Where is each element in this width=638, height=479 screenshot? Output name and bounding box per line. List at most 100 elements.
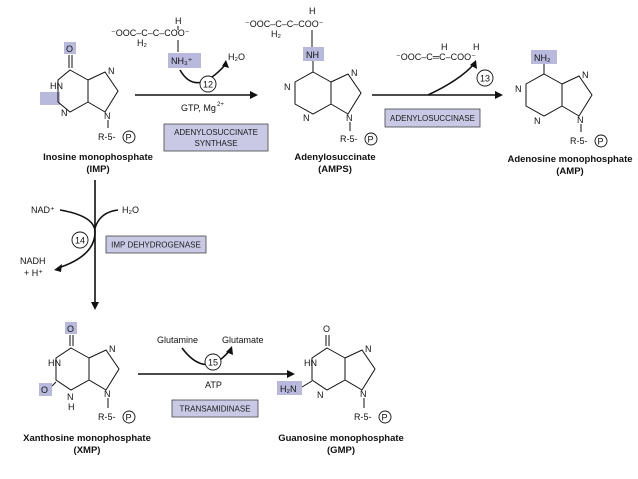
xmp-o2-highlight <box>39 383 52 396</box>
atom-n: N <box>360 389 367 399</box>
amp-abbr: (AMP) <box>556 166 583 177</box>
aspartate-structure: ⁻OOC–C–C–COO⁻ H₂ H NH₃⁺ <box>111 16 201 68</box>
atom-n: N <box>104 111 111 121</box>
xmp-abbr: (XMP) <box>74 445 101 456</box>
step13-number: 13 <box>480 74 490 84</box>
atom-n: N <box>317 390 324 400</box>
atom-h: H <box>175 16 182 26</box>
aspartate-h2-label: H₂ <box>137 38 147 48</box>
nh3-highlight <box>168 53 201 68</box>
nadh-h-label: + H⁺ <box>24 268 43 278</box>
atom-n: N <box>109 344 116 354</box>
atom-n: N <box>534 116 541 126</box>
amps-name: Adenylosuccinate <box>294 152 375 163</box>
enzyme15-label: TRANSAMIDINASE <box>179 405 250 414</box>
atom-h: H <box>309 6 316 16</box>
atom-o: O <box>67 324 74 334</box>
imp-c2-highlight <box>40 92 60 105</box>
amp-structure: NH₂ N N N N R-5- P Adenosine monophospha… <box>507 50 633 177</box>
nadh-label: NADH <box>20 256 46 266</box>
phosphate-label: P <box>368 135 374 145</box>
atom-n: N <box>515 84 522 94</box>
mg-charge: 2+ <box>217 102 224 108</box>
glutamine-label: Glutamine <box>157 335 198 345</box>
glutamate-label: Glutamate <box>222 335 264 345</box>
enzyme12-line1: ADENYLOSUCCINATE <box>174 128 258 137</box>
atom-h: H <box>473 42 480 52</box>
amps-abbr: (AMPS) <box>318 164 352 175</box>
xmp-name: Xanthosine monophosphate <box>23 433 151 444</box>
gmp-h2n-highlight <box>277 381 302 395</box>
nh3-label: NH₃⁺ <box>171 56 193 66</box>
atom-n: N <box>108 66 115 76</box>
phosphate-label: P <box>126 413 132 423</box>
nad-label: NAD⁺ <box>31 205 55 215</box>
atp-label: ATP <box>205 380 222 390</box>
ribose-label: R-5- <box>354 412 372 422</box>
atom-o: O <box>323 324 330 334</box>
enzyme12-box <box>163 123 269 152</box>
atom-hn: HN <box>304 358 317 368</box>
amps-h2-label: H₂ <box>271 29 281 39</box>
step14-circle <box>71 231 89 249</box>
gmp-h2n-label: H₂N <box>280 384 297 394</box>
atom-n: N <box>67 392 74 402</box>
atom-h: H <box>68 402 75 412</box>
atom-nh: NH <box>306 50 319 60</box>
step13-curved-arrow <box>427 63 475 96</box>
atom-n: N <box>303 113 310 123</box>
ribose-label: R-5- <box>340 134 358 144</box>
imp-structure: O HN N N N R-5- P Inosine monophosphate … <box>40 42 153 175</box>
atom-n: N <box>61 108 68 118</box>
h2o-arrow-14 <box>94 209 119 229</box>
ribose-label: R-5- <box>570 136 588 146</box>
step12-number: 12 <box>203 80 213 90</box>
xmp-o-highlight <box>65 322 77 334</box>
imp-abbr: (IMP) <box>86 164 109 175</box>
atom-h: H <box>441 42 448 52</box>
gtp-label: GTP, Mg <box>181 103 216 113</box>
h2o-product-12: H₂O <box>228 52 245 62</box>
enzyme13-box <box>384 108 481 128</box>
imp-name: Inosine monophosphate <box>43 152 153 163</box>
step14-curved-arrow <box>57 209 96 269</box>
amps-nh-highlight <box>303 47 324 61</box>
phosphate-label: P <box>382 413 388 423</box>
step15-circle <box>204 353 222 371</box>
imp-o-highlight <box>64 42 76 54</box>
atom-n: N <box>104 389 111 399</box>
enzyme14-label: IMP DEHYDROGENASE <box>111 241 201 250</box>
phosphate-label: P <box>598 137 604 147</box>
atom-hn: HN <box>48 358 61 368</box>
step15-number: 15 <box>208 358 218 368</box>
phosphate-label: P <box>126 133 132 143</box>
atom-n: N <box>346 113 353 123</box>
atom-n: N <box>284 82 291 92</box>
gmp-structure: O HN N H₂N N N R-5- P Guanosine monophos… <box>277 324 404 456</box>
xmp-structure: O HN O N H N N R-5- P Xanthosine monopho… <box>23 322 151 456</box>
gmp-name: Guanosine monophosphate <box>278 433 404 444</box>
ribose-label: R-5- <box>98 132 116 142</box>
step12-curved-arrow <box>179 63 227 84</box>
atom-n: N <box>582 70 589 80</box>
amp-nh2-label: NH₂ <box>534 53 551 63</box>
atom-hn: HN <box>50 81 63 91</box>
atom-o: O <box>41 385 48 395</box>
ribose-label: R-5- <box>98 412 116 422</box>
step14-number: 14 <box>75 236 85 246</box>
amps-succinyl-label: ⁻OOC–C–C–COO⁻ <box>245 19 324 29</box>
step13-circle <box>476 69 494 87</box>
enzyme13-label: ADENYLOSUCCINASE <box>390 114 475 123</box>
enzyme12-line2: SYNTHASE <box>194 139 237 148</box>
atom-o: O <box>66 44 73 54</box>
h2o-reactant-14: H₂O <box>122 205 139 215</box>
amp-nh2-highlight <box>531 50 557 64</box>
step12-circle <box>199 75 217 93</box>
gmp-abbr: (GMP) <box>327 445 355 456</box>
atom-n: N <box>365 344 372 354</box>
fumarate-label: ⁻OOC–C═C–COO⁻ <box>396 52 476 62</box>
amp-name: Adenosine monophosphate <box>507 154 632 165</box>
enzyme14-box <box>105 235 207 254</box>
